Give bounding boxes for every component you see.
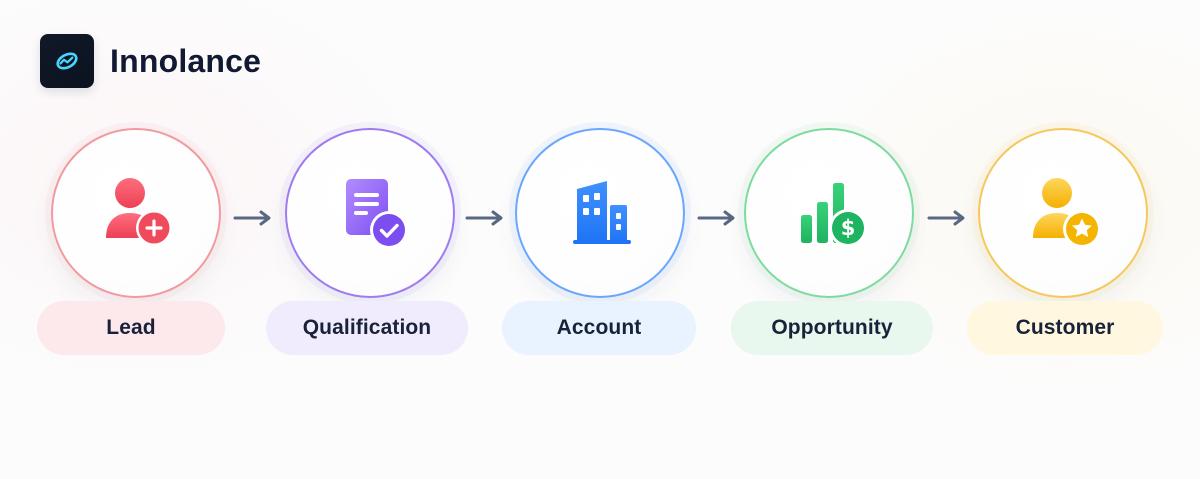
stage-lead-label: Lead bbox=[37, 301, 225, 355]
user-star-icon bbox=[1018, 168, 1108, 258]
stage-opportunity-label: Opportunity bbox=[731, 301, 933, 355]
arrow-right-icon bbox=[233, 209, 275, 227]
brand-header: Innolance bbox=[40, 34, 261, 88]
stage-qualification-label: Qualification bbox=[266, 301, 468, 355]
stage-customer-label: Customer bbox=[967, 301, 1163, 355]
building-icon bbox=[555, 168, 645, 258]
svg-text:$: $ bbox=[841, 216, 856, 240]
user-plus-icon bbox=[91, 168, 181, 258]
stage-account-label: Account bbox=[502, 301, 696, 355]
stage-lead-text: Lead bbox=[106, 316, 156, 339]
bar-chart-dollar-icon: $ bbox=[784, 168, 874, 258]
stage-qualification-circle bbox=[285, 128, 455, 298]
brand-name: Innolance bbox=[110, 43, 262, 79]
document-check-icon bbox=[325, 168, 415, 258]
innolance-logo-icon bbox=[40, 34, 94, 88]
stage-account-circle bbox=[515, 128, 685, 298]
stage-customer-circle bbox=[978, 128, 1148, 298]
stage-customer-text: Customer bbox=[1015, 316, 1115, 339]
stage-opportunity-circle: $ bbox=[744, 128, 914, 298]
stage-opportunity-text: Opportunity bbox=[771, 316, 893, 339]
arrow-right-icon bbox=[927, 209, 969, 227]
arrow-right-icon bbox=[465, 209, 507, 227]
arrow-right-icon bbox=[697, 209, 739, 227]
stage-lead-circle bbox=[51, 128, 221, 298]
stage-account-text: Account bbox=[556, 316, 642, 339]
stage-qualification-text: Qualification bbox=[302, 316, 432, 339]
